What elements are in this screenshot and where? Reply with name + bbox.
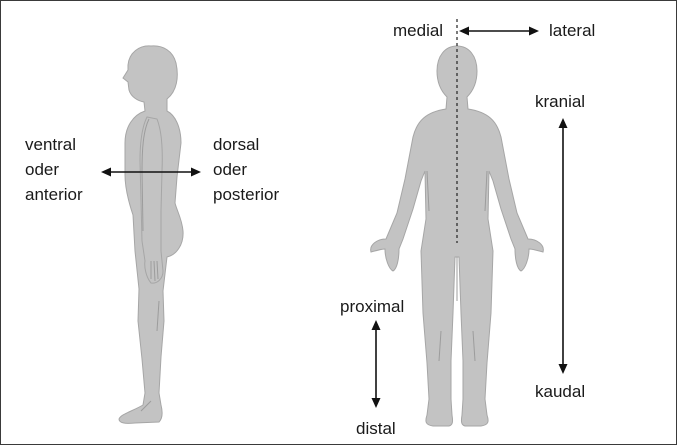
label-kaudal: kaudal [535, 381, 585, 403]
label-ventral: ventral [25, 134, 76, 156]
kranial-kaudal-arrow [559, 118, 568, 374]
label-kranial: kranial [535, 91, 585, 113]
label-lateral: lateral [549, 20, 595, 42]
label-distal: distal [356, 418, 396, 440]
label-medial: medial [393, 20, 443, 42]
medial-lateral-arrow [459, 27, 539, 36]
label-proximal: proximal [340, 296, 404, 318]
label-dorsal-oder: oder [213, 159, 247, 181]
label-anterior: anterior [25, 184, 83, 206]
label-ventral-oder: oder [25, 159, 59, 181]
proximal-distal-arrow [372, 320, 381, 408]
label-dorsal: dorsal [213, 134, 259, 156]
side-view-figure [119, 46, 183, 423]
label-posterior: posterior [213, 184, 279, 206]
